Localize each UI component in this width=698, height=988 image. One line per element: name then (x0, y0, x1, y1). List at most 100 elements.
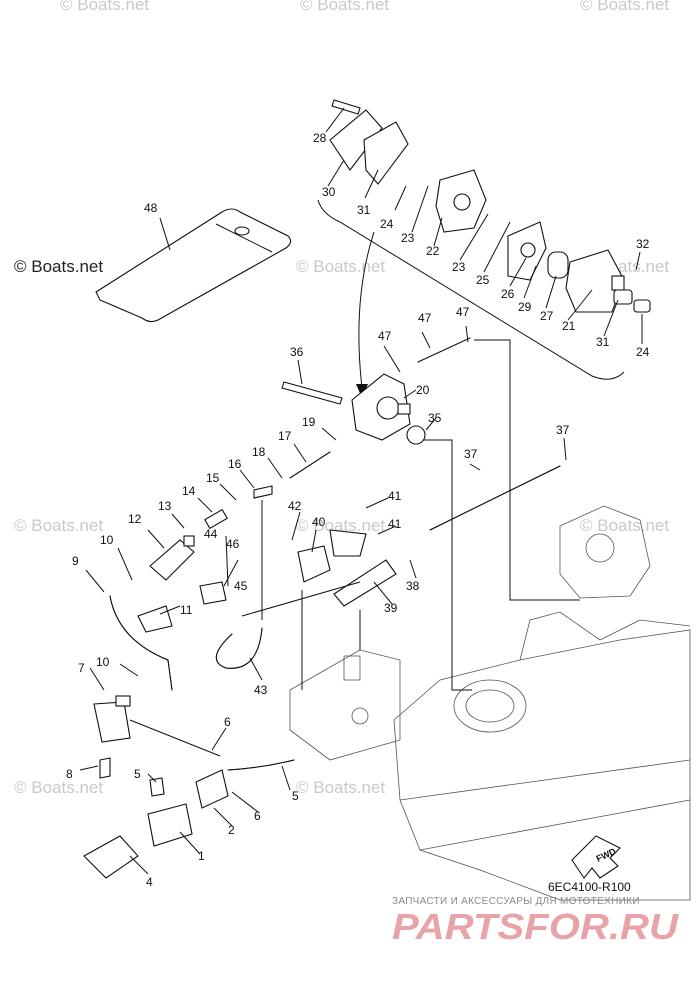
part-holder-39 (297, 545, 331, 583)
part-clip-43 (199, 581, 227, 605)
callout-label: 31 (357, 203, 371, 217)
part-joint-16 (253, 485, 273, 499)
callout-label: 23 (452, 260, 466, 274)
callout-label: 30 (322, 185, 336, 199)
callout-label: 20 (416, 383, 430, 397)
watermark: © Boats.net (60, 0, 149, 14)
part-clip-11 (137, 605, 173, 633)
callout-label: 9 (72, 554, 79, 568)
callout-label: 17 (278, 429, 292, 443)
callout-label: 6 (224, 715, 231, 729)
callout-label: 42 (288, 499, 302, 513)
part-tool-bag (95, 208, 292, 323)
callout-label: 16 (228, 457, 242, 471)
watermark: © Boats.net (300, 0, 389, 14)
watermark: © Boats.net (580, 0, 669, 14)
callout-label: 37 (464, 447, 478, 461)
callout-label: 24 (636, 345, 650, 359)
callout-label: 10 (96, 655, 110, 669)
callout-label: 2 (228, 823, 235, 837)
part-bolt-8 (99, 757, 111, 779)
watermark-group: © Boats.net © Boats.net © Boats.net © Bo… (14, 0, 669, 797)
callout-label: 47 (378, 329, 392, 343)
callout-label: 4 (146, 875, 153, 889)
part-hose-9 (109, 595, 173, 691)
part-screw-32 (331, 99, 361, 115)
callout-label: 5 (292, 789, 299, 803)
watermark: © Boats.net (14, 778, 103, 797)
part-screw-3 (149, 777, 165, 797)
routing-line (474, 339, 580, 601)
callout-label: 24 (380, 217, 394, 231)
callout-label: 8 (66, 767, 73, 781)
part-holder-40 (329, 529, 367, 557)
part-connector-2 (195, 769, 229, 809)
callout-label: 7 (78, 661, 85, 675)
routing-line (424, 439, 472, 691)
callout-label: 36 (290, 345, 304, 359)
callout-label: 10 (100, 533, 114, 547)
callout-label: 44 (204, 527, 218, 541)
callout-label: 26 (501, 287, 515, 301)
callout-label: 19 (302, 415, 316, 429)
callout-label: 37 (556, 423, 570, 437)
callout-label: 43 (254, 683, 268, 697)
callout-label: 47 (456, 305, 470, 319)
part-hose-46 (417, 337, 471, 363)
detail-arrow-line (358, 231, 375, 389)
callout-label: 22 (426, 244, 440, 258)
callout-label: 1 (198, 849, 205, 863)
callout-label: 25 (476, 273, 490, 287)
part-hose-17 (289, 451, 331, 479)
watermark: © Boats.net (296, 257, 385, 276)
shop-logo: PARTSFOR.RU (392, 906, 679, 945)
callout-label: 29 (518, 300, 532, 314)
part-o-ring-34 (406, 425, 426, 445)
shop-caption: ЗАПЧАСТИ И АКСЕССУАРЫ ДЛЯ МОТОТЕХНИКИ (392, 896, 640, 907)
part-joint-7 (93, 695, 131, 743)
callout-label: 35 (428, 411, 442, 425)
callout-label: 18 (252, 445, 266, 459)
part-pump-cover-21 (565, 249, 625, 313)
fwd-arrow-icon: FWD (571, 835, 621, 879)
detail-arrow-head (356, 384, 368, 398)
callout-label: 31 (596, 335, 610, 349)
intake-manifold (289, 649, 401, 761)
part-bolt-35 (281, 381, 343, 405)
part-hose-5 (227, 759, 295, 771)
routing-line (129, 719, 221, 757)
watermark: © Boats.net (14, 257, 103, 276)
drawing-code: 6EC4100-R100 (548, 880, 631, 894)
callout-label: 11 (180, 603, 193, 617)
callout-label: 38 (406, 579, 420, 593)
watermark: © Boats.net (296, 778, 385, 797)
callout-label: 41 (388, 489, 402, 503)
callout-label: 14 (182, 484, 196, 498)
engine-block (393, 611, 691, 901)
watermark: © Boats.net (580, 516, 669, 535)
callout-label: 13 (158, 499, 172, 513)
watermark: © Boats.net (14, 516, 103, 535)
callout-label: 28 (313, 131, 327, 145)
part-connector-4 (83, 835, 139, 879)
callout-label: 47 (418, 311, 432, 325)
leader-lines (79, 107, 643, 875)
detail-frame-line (317, 199, 625, 380)
callout-label: 23 (401, 231, 415, 245)
callout-label: 45 (234, 579, 248, 593)
part-valve-29 (613, 289, 651, 313)
part-fuel-filter-38 (333, 559, 397, 607)
callout-label: 15 (206, 471, 220, 485)
part-hose-13 (204, 508, 228, 530)
callout-label: 41 (388, 517, 402, 531)
routing-line (241, 581, 361, 617)
watermark: © Boats.net (296, 516, 385, 535)
part-gasket-30 (329, 109, 409, 185)
callout-labels: 28 30 31 24 23 22 23 25 26 29 27 2 1 31 2… (66, 131, 650, 889)
callout-label: 27 (540, 309, 554, 323)
callout-label: 12 (128, 512, 142, 526)
part-hose-42 (216, 627, 263, 669)
callout-label: 32 (636, 237, 650, 251)
shop-logo-text: PARTSFOR.RU (392, 906, 679, 945)
